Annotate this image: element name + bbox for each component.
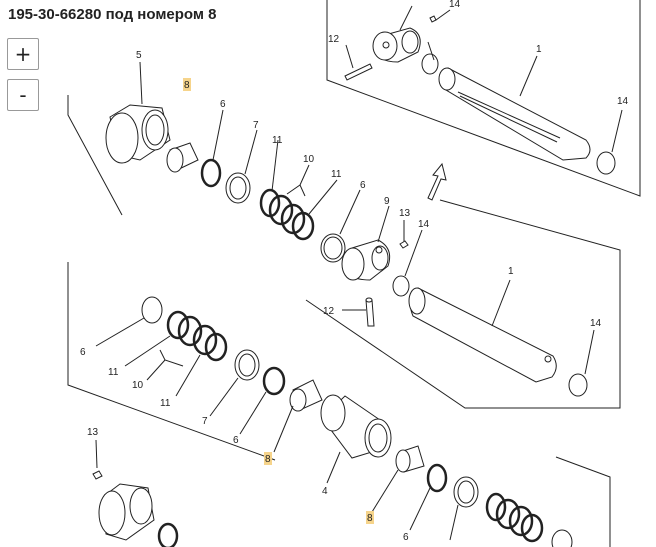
frame-upper-left — [67, 95, 123, 216]
frame-middle — [305, 199, 621, 409]
callout-6: 6 — [80, 347, 86, 358]
callout-11: 11 — [108, 367, 119, 378]
callout-10: 10 — [132, 380, 144, 391]
callout-1: 1 — [508, 266, 514, 277]
frame-left — [67, 262, 276, 461]
callout-11: 11 — [272, 135, 283, 146]
callout-7: 7 — [202, 416, 208, 427]
callout-11: 11 — [160, 398, 171, 409]
callout-12: 12 — [323, 306, 335, 317]
page-title: 195-30-66280 под номером 8 — [8, 6, 217, 23]
callout-13: 13 — [87, 427, 99, 438]
zoom-out-button[interactable]: - — [7, 79, 39, 111]
callout-10: 10 — [303, 154, 315, 165]
left-row-parts — [92, 296, 573, 547]
callout-7: 7 — [253, 120, 259, 131]
callout-13: 13 — [399, 208, 411, 219]
callout-11: 11 — [331, 169, 342, 180]
callout-14: 14 — [617, 96, 629, 107]
callout-labels: 1 1 4 5 6 6 6 6 6 7 7 8 8 8 9 10 10 11 1… — [80, 0, 629, 543]
callout-6: 6 — [233, 435, 239, 446]
frame-top-right — [326, 0, 641, 197]
callout-6: 6 — [360, 180, 366, 191]
callout-4: 4 — [322, 486, 328, 497]
tr-assembly — [344, 15, 616, 175]
callout-14: 14 — [449, 0, 461, 10]
callout-1: 1 — [536, 44, 542, 55]
upper-row-parts — [105, 104, 346, 263]
callout-14: 14 — [418, 219, 430, 230]
callout-5: 5 — [136, 50, 142, 61]
callout-8-highlighted: 8 — [367, 513, 373, 524]
frame-bottom-right — [555, 456, 611, 547]
direction-arrow — [427, 162, 447, 201]
callout-12: 12 — [328, 34, 340, 45]
callout-8-highlighted: 8 — [265, 454, 271, 465]
callout-6: 6 — [220, 99, 226, 110]
callout-9: 9 — [384, 196, 390, 207]
callout-14: 14 — [590, 318, 602, 329]
middle-assembly — [341, 239, 588, 397]
callout-6: 6 — [403, 532, 409, 543]
callout-8-highlighted: 8 — [184, 80, 190, 91]
zoom-in-button[interactable]: + — [7, 38, 39, 70]
